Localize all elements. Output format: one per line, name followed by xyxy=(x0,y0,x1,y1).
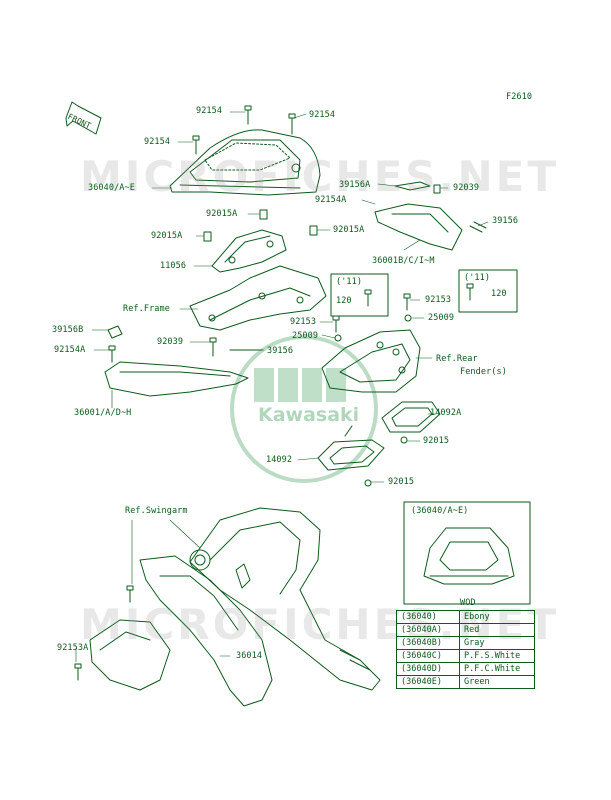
row-color: Green xyxy=(459,675,535,689)
front-arrow-icon xyxy=(65,101,102,135)
label-36001b: 36001B/C/I~M xyxy=(372,256,435,266)
kawasaki-brand: Kawasaki xyxy=(258,404,360,426)
label-39156b: 39156B xyxy=(52,325,84,335)
label-92154a-left: 92154A xyxy=(54,345,86,355)
inset-title: (36040/A~E) xyxy=(411,506,469,516)
side-cover-36001 xyxy=(104,325,263,397)
label-92153a: 92153A xyxy=(57,643,89,653)
row-code: (36040B) xyxy=(396,636,460,650)
label-120-left: 120 xyxy=(336,296,352,306)
table-row: (36040C)P.F.S.White xyxy=(396,649,535,663)
grommets-92015a xyxy=(203,209,318,242)
label-92154-a: 92154 xyxy=(196,106,223,116)
row-code: (36040A) xyxy=(396,623,460,637)
row-color: P.F.S.White xyxy=(459,649,535,663)
row-color: Red xyxy=(459,623,535,637)
table-row: (36040B)Gray xyxy=(396,636,535,650)
label-92015-a: 92015 xyxy=(423,436,450,446)
label-25009-left: 25009 xyxy=(292,331,319,341)
row-code: (36040) xyxy=(396,610,460,624)
label-36001: 36001/A/D~H xyxy=(74,408,132,418)
table-row: (36040)Ebony xyxy=(396,610,535,624)
chain-guard-36014 xyxy=(126,555,273,707)
label-92039-mid: 92039 xyxy=(157,337,184,347)
label-92154-b: 92154 xyxy=(309,110,336,120)
label-14092: 14092 xyxy=(266,455,293,465)
label-120-right: 120 xyxy=(491,289,507,299)
row-code: (36040D) xyxy=(396,662,460,676)
label-36040: 36040/A~E xyxy=(88,183,135,193)
label-36014: 36014 xyxy=(236,651,263,661)
seat-cowl-36040 xyxy=(169,129,321,196)
kawasaki-k-mark xyxy=(254,368,346,402)
table-header-wod: WOD xyxy=(460,598,476,608)
bracket-11056 xyxy=(211,229,287,273)
label-ref-rear: Ref.Rear xyxy=(436,354,478,364)
label-11-left: ('11) xyxy=(336,277,363,287)
leader-lines xyxy=(75,111,489,663)
label-92015a-a: 92015A xyxy=(206,209,238,219)
inset-box-left xyxy=(330,273,389,317)
row-color: Gray xyxy=(459,636,535,650)
table-row: (36040A)Red xyxy=(396,623,535,637)
table-row: (36040D)P.F.C.White xyxy=(396,662,535,676)
label-39156-mid: 39156 xyxy=(267,346,294,356)
label-39156a: 39156A xyxy=(339,180,371,190)
label-92015-b: 92015 xyxy=(388,477,415,487)
color-table: (36040)Ebony (36040A)Red (36040B)Gray (3… xyxy=(396,610,535,689)
label-92039-top: 92039 xyxy=(453,183,480,193)
label-92015a-b: 92015A xyxy=(151,231,183,241)
label-fender: Fender(s) xyxy=(460,367,507,377)
ref-rear-fender xyxy=(321,329,421,393)
figure-code: F2610 xyxy=(506,92,533,102)
row-code: (36040E) xyxy=(396,675,460,689)
label-92154a-top: 92154A xyxy=(315,195,347,205)
ref-swingarm xyxy=(189,507,381,691)
label-92015a-c: 92015A xyxy=(333,225,365,235)
inset-36040-box xyxy=(403,501,531,605)
label-92154-c: 92154 xyxy=(144,137,171,147)
label-11-right: ('11) xyxy=(464,273,491,283)
ref-frame xyxy=(189,265,327,331)
label-11056: 11056 xyxy=(160,261,187,271)
screws-top xyxy=(192,105,296,155)
row-color: Ebony xyxy=(459,610,535,624)
watermark-top: MICROFICHES.NET xyxy=(80,152,559,201)
lower-guard xyxy=(74,619,171,691)
label-14092a: 14092A xyxy=(430,408,462,418)
row-code: (36040C) xyxy=(396,649,460,663)
row-color: P.F.C.White xyxy=(459,662,535,676)
label-ref-frame: Ref.Frame xyxy=(123,304,170,314)
inset-box-right xyxy=(458,269,518,313)
label-25009-right: 25009 xyxy=(428,313,455,323)
label-39156-right: 39156 xyxy=(492,216,519,226)
label-ref-swingarm: Ref.Swingarm xyxy=(125,506,188,516)
reflector-14092 xyxy=(317,425,385,487)
label-92153-left: 92153 xyxy=(290,317,317,327)
label-92153-right: 92153 xyxy=(425,295,452,305)
table-row: (36040E)Green xyxy=(396,675,535,689)
kawasaki-logo xyxy=(230,335,378,483)
